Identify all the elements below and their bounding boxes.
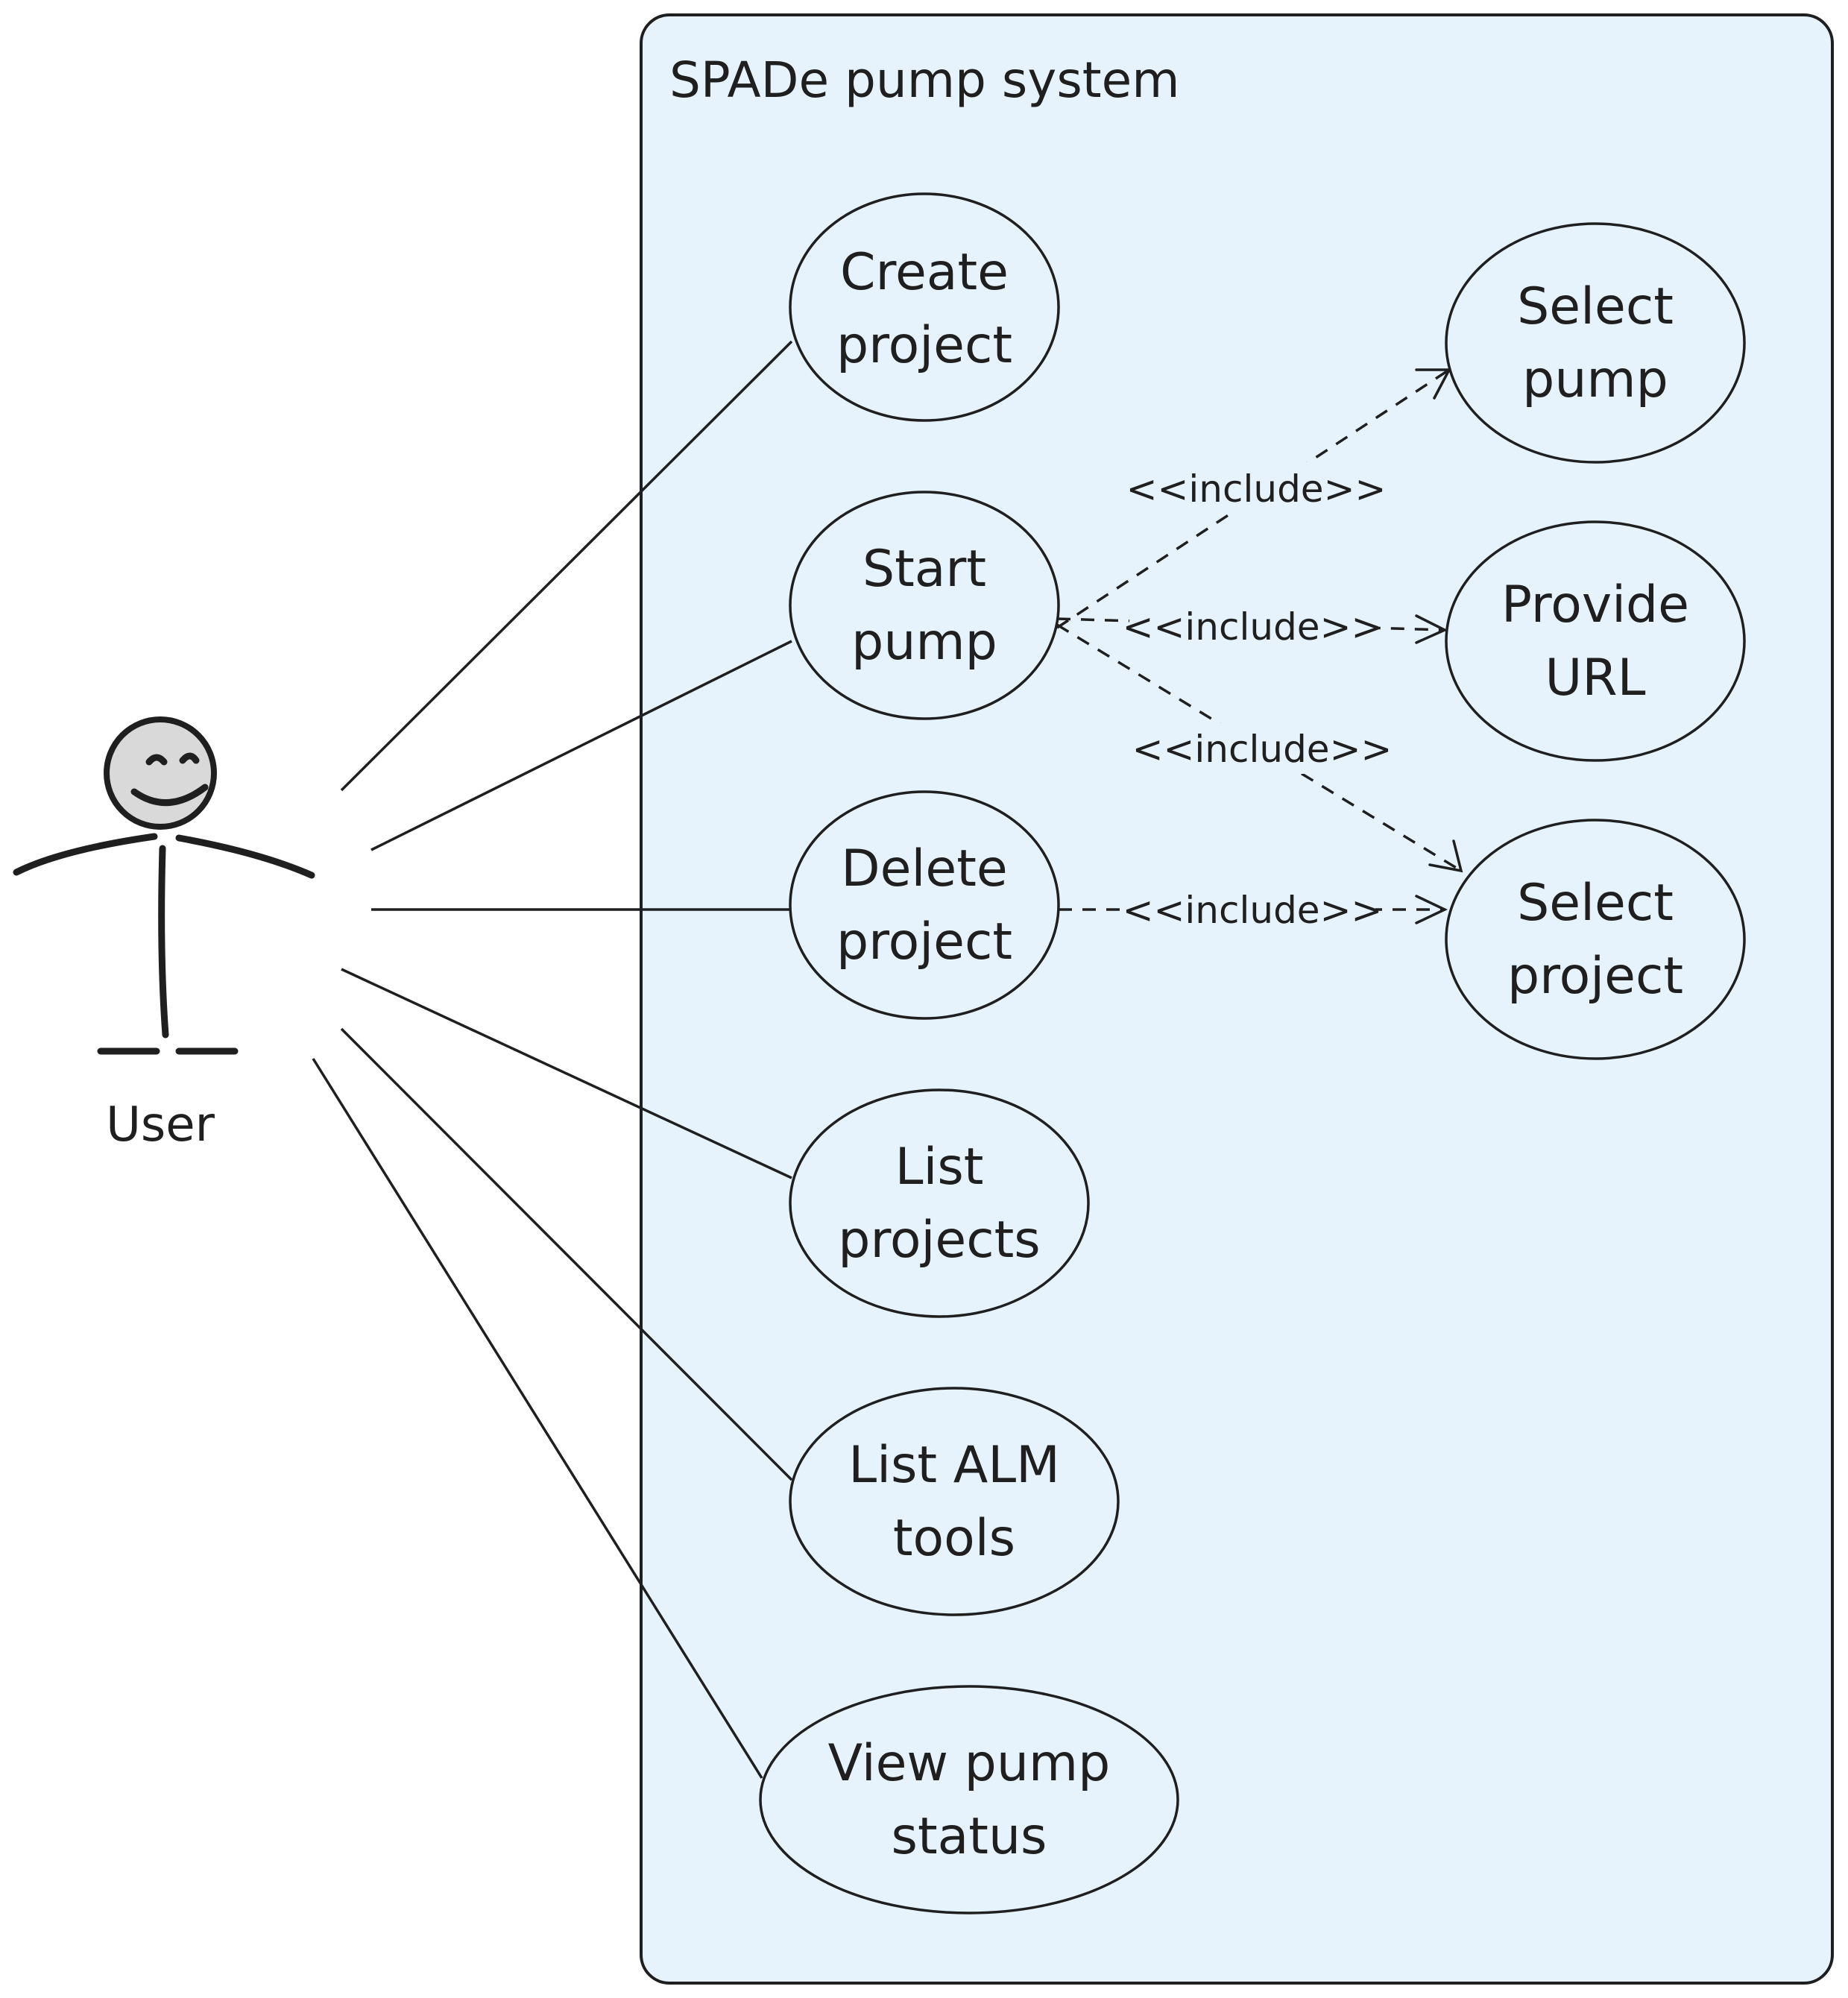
- use-case-list-alm-tools: List ALM tools: [789, 1387, 1120, 1616]
- use-case-label-line2: tools: [893, 1509, 1015, 1568]
- use-case-create-project: Create project: [789, 192, 1060, 422]
- association-start-pump: [370, 640, 792, 851]
- use-case-label-line2: project: [1507, 947, 1683, 1006]
- use-case-label-line2: status: [892, 1807, 1047, 1866]
- use-case-label-line1: Delete: [841, 839, 1007, 898]
- use-case-label-line1: Provide: [1501, 576, 1689, 634]
- use-case-select-pump: Select pump: [1445, 222, 1746, 464]
- use-case-label-line1: List ALM: [848, 1436, 1060, 1495]
- association-list-projects: [341, 968, 792, 1179]
- arrowhead-provide-url: [1415, 614, 1448, 644]
- use-case-delete-project: Delete project: [789, 790, 1060, 1020]
- actor-user: User: [13, 716, 315, 1153]
- actor-face-icon: [130, 752, 209, 807]
- use-case-label-line2: projects: [838, 1211, 1040, 1270]
- use-case-view-pump-status: View pump status: [759, 1685, 1179, 1915]
- use-case-label-line1: List: [895, 1138, 984, 1197]
- include-label-select-pump: <<include>>: [1126, 467, 1387, 511]
- use-case-list-projects: List projects: [789, 1088, 1090, 1318]
- include-label-select-project-from-delete: <<include>>: [1123, 889, 1383, 932]
- use-case-start-pump: Start pump: [789, 491, 1060, 720]
- include-line-select-project-from-start: [1056, 623, 1462, 872]
- arrowhead-select-project-from-delete: [1415, 895, 1448, 924]
- use-case-label-line2: pump: [1522, 350, 1668, 409]
- use-case-label-line2: project: [836, 913, 1012, 971]
- use-case-label-line2: URL: [1545, 649, 1646, 708]
- include-label-select-project-from-start: <<include>>: [1132, 728, 1393, 771]
- association-list-alm-tools: [340, 1027, 793, 1481]
- use-case-label-line1: View pump: [828, 1734, 1111, 1793]
- associations: [312, 340, 793, 1779]
- use-case-select-project: Select project: [1445, 819, 1746, 1060]
- arrowhead-select-project-from-start: [1428, 839, 1463, 873]
- system-title: SPADe pump system: [669, 51, 1180, 109]
- use-case-label-line2: pump: [851, 613, 997, 672]
- use-case-label-line1: Start: [862, 540, 986, 599]
- use-case-provide-url: Provide URL: [1445, 520, 1746, 762]
- include-relations: <<include>> <<include>> <<include>> <<in…: [1056, 368, 1463, 935]
- association-view-pump-status: [312, 1058, 763, 1779]
- association-create-project: [340, 340, 793, 792]
- actor-name: User: [106, 1097, 215, 1153]
- actor-head-icon: [104, 716, 217, 830]
- use-case-label-line1: Select: [1517, 277, 1674, 336]
- use-case-label-line1: Select: [1517, 874, 1674, 933]
- actor-body-icon: [158, 845, 169, 1039]
- actor-arms-icon: [13, 833, 315, 879]
- use-case-label-line1: Create: [840, 243, 1009, 302]
- include-line-select-pump: [1056, 368, 1450, 629]
- include-label-provide-url: <<include>>: [1123, 605, 1383, 649]
- use-case-label-line2: project: [836, 316, 1012, 375]
